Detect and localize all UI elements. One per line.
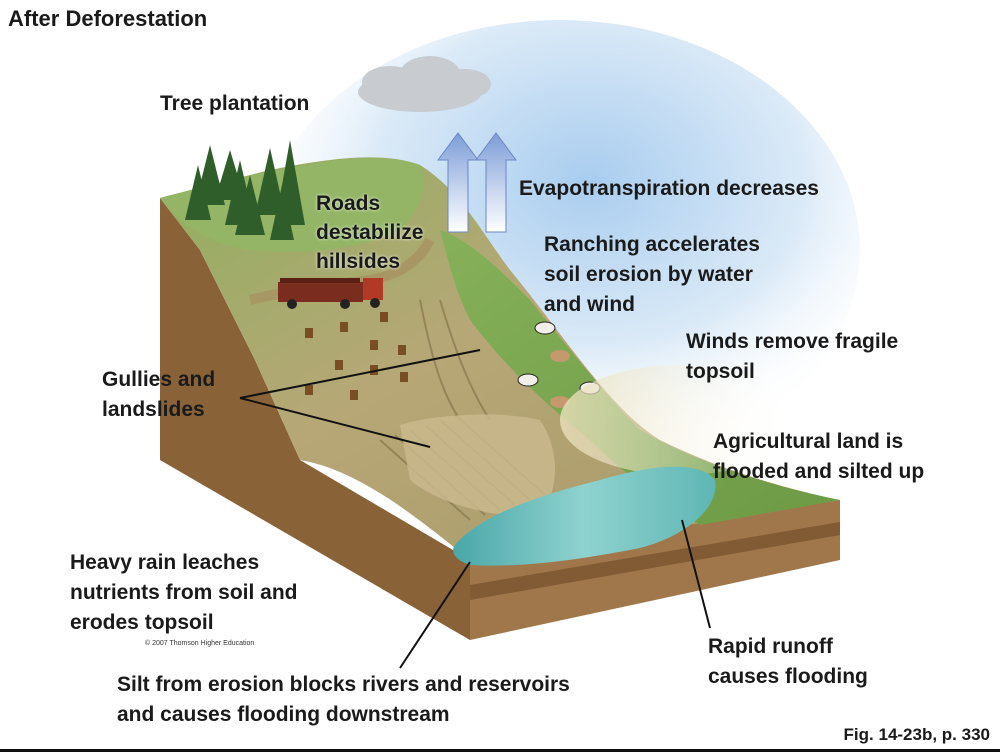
copyright-note: © 2007 Thomson Higher Education (145, 640, 255, 647)
label-rapid-runoff: Rapid runoff causes flooding (708, 635, 868, 688)
label-agricultural: Agricultural land is flooded and silted … (713, 430, 925, 483)
label-heavy-rain: Heavy rain leaches nutrients from soil a… (70, 551, 298, 634)
soil-front-face (160, 198, 470, 640)
label-tree-plantation: Tree plantation (160, 92, 310, 115)
label-gullies: Gullies and landslides (102, 368, 216, 421)
diagram-title: After Deforestation (8, 6, 208, 31)
wind-dust (560, 365, 800, 475)
label-ranching: Ranching accelerates soil erosion by wat… (544, 233, 760, 316)
label-silt: Silt from erosion blocks rivers and rese… (117, 673, 570, 726)
figure-reference: Fig. 14-23b, p. 330 (843, 725, 990, 744)
cloud (358, 56, 491, 112)
soil-base-dark (470, 522, 840, 600)
label-evapotranspiration: Evapotranspiration decreases (519, 177, 819, 200)
landslide-patch (400, 414, 555, 516)
leader-lines (239, 349, 711, 669)
soil-base-face (470, 500, 840, 640)
flood-water (453, 466, 716, 566)
label-roads: Roads destabilize hillsides (316, 192, 424, 273)
tree-stumps (305, 312, 408, 400)
logging-truck (278, 278, 383, 309)
tree-plantation (185, 140, 305, 240)
bottom-border (0, 749, 1000, 752)
label-winds: Winds remove fragile topsoil (686, 330, 899, 383)
evapotranspiration-arrows (437, 132, 517, 233)
